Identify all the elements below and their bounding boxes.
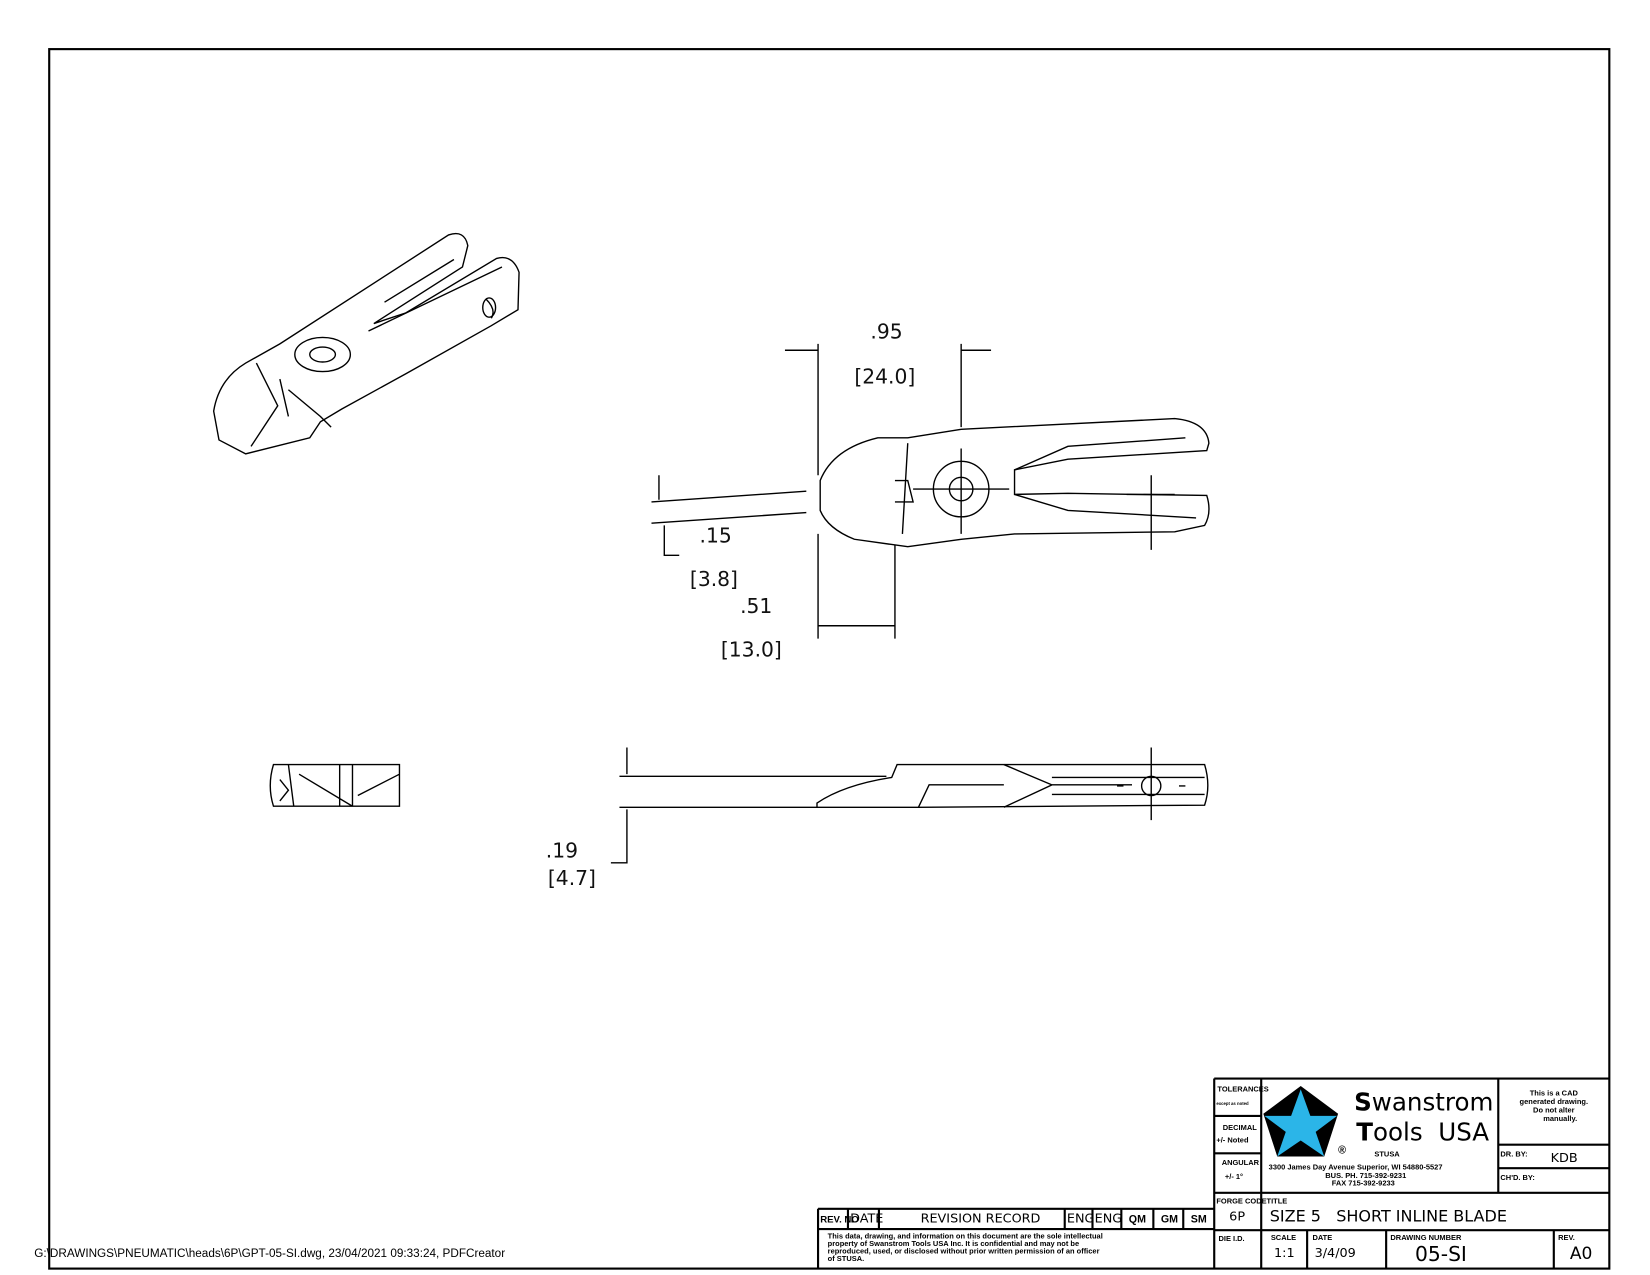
star-logo xyxy=(1263,1085,1339,1157)
rev-label: REV. xyxy=(1558,1233,1575,1242)
company-fax: FAX 715-392-9233 xyxy=(1332,1178,1395,1187)
isometric-view xyxy=(212,232,520,455)
front-view xyxy=(819,417,1210,550)
company-name-line2: Tools USA xyxy=(1356,1117,1489,1146)
dim-019-in: .19 xyxy=(546,838,578,862)
date-label: DATE xyxy=(1312,1233,1332,1242)
title-label: TITLE xyxy=(1267,1196,1288,1205)
company-name-line1: Swanstrom xyxy=(1354,1088,1493,1117)
end-view xyxy=(269,763,401,807)
drawn-by-label: DR. BY: xyxy=(1500,1149,1527,1158)
company-abbrev: STUSA xyxy=(1374,1149,1400,1158)
title-block: TOLERANCES except as noted DECIMAL +/- N… xyxy=(1213,1077,1610,1269)
date-value: 3/4/09 xyxy=(1315,1246,1356,1261)
dim-051-in: .51 xyxy=(740,594,772,618)
gm-header: GM xyxy=(1161,1214,1178,1226)
eng-header-2: ENG xyxy=(1095,1212,1123,1227)
scale-value: 1:1 xyxy=(1274,1246,1295,1261)
side-view xyxy=(816,763,1209,808)
drawing-number-value: 05-SI xyxy=(1415,1242,1467,1266)
rev-value: A0 xyxy=(1570,1244,1593,1264)
rev-no-header: REV. NO xyxy=(820,1215,859,1226)
company-phone: BUS. PH. 715-392-9231 xyxy=(1325,1171,1406,1180)
dim-095-in: .95 xyxy=(870,320,902,344)
drawn-by-value: KDB xyxy=(1551,1151,1578,1166)
sm-header: SM xyxy=(1191,1214,1207,1226)
cad-note: manually. xyxy=(1543,1114,1577,1123)
notice-line: This data, drawing, and information on t… xyxy=(828,1232,1103,1241)
angular-label: ANGULAR xyxy=(1222,1158,1260,1167)
scale-label: SCALE xyxy=(1271,1233,1296,1242)
registered-mark: ® xyxy=(1338,1144,1346,1156)
cad-note: generated drawing. xyxy=(1520,1097,1588,1106)
notice-line: reproduced, used, or disclosed without p… xyxy=(828,1247,1100,1256)
forge-code-label: FORGE CODE xyxy=(1216,1196,1266,1205)
drawing-title: SIZE 5 SHORT INLINE BLADE xyxy=(1270,1207,1507,1226)
qm-header: QM xyxy=(1129,1214,1146,1226)
angular-value: +/- 1° xyxy=(1225,1172,1243,1181)
except-noted-label: except as noted xyxy=(1216,1101,1249,1106)
forge-code-value: 6P xyxy=(1229,1210,1245,1225)
file-path-footer: G:\DRAWINGS\PNEUMATIC\heads\6P\GPT-05-SI… xyxy=(34,1247,505,1260)
revision-record: REV. NO DATE REVISION RECORD ENG ENG QM … xyxy=(816,1207,1215,1269)
cad-note: Do not alter xyxy=(1533,1106,1575,1115)
company-address: 3300 James Day Avenue Superior, WI 54880… xyxy=(1269,1162,1443,1171)
dim-019-mm: [4.7] xyxy=(548,866,596,890)
tolerances-label: TOLERANCES xyxy=(1217,1084,1268,1093)
drawing-number-label: DRAWING NUMBER xyxy=(1390,1233,1462,1242)
notice-line: property of Swanstrom Tools USA Inc. It … xyxy=(828,1239,1079,1248)
dim-015-in: .15 xyxy=(700,523,732,547)
eng-header-1: ENG xyxy=(1067,1212,1095,1227)
sheet-border xyxy=(48,48,1611,1270)
date-header: DATE xyxy=(850,1212,883,1227)
dim-095-mm: [24.0] xyxy=(854,364,915,388)
decimal-value: +/- Noted xyxy=(1216,1136,1249,1145)
cad-note: This is a CAD xyxy=(1530,1089,1579,1098)
dim-015-mm: [3.8] xyxy=(690,567,738,591)
decimal-label: DECIMAL xyxy=(1223,1123,1257,1132)
checked-by-label: CH'D. BY: xyxy=(1500,1173,1534,1182)
die-id-label: DIE I.D. xyxy=(1218,1234,1244,1243)
revision-record-header: REVISION RECORD xyxy=(921,1212,1041,1227)
dim-051-mm: [13.0] xyxy=(721,638,782,662)
notice-line: of STUSA. xyxy=(828,1254,865,1263)
dimension-lines xyxy=(610,343,1152,864)
